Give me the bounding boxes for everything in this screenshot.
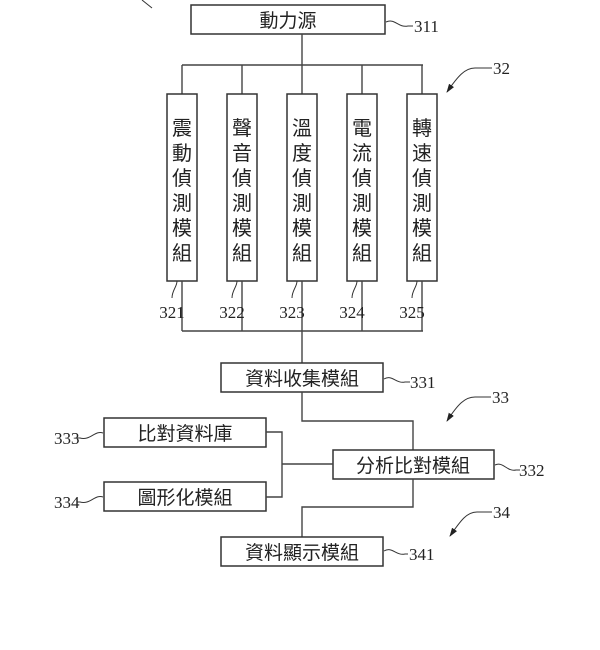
sensor-label-char: 轉 (412, 116, 432, 140)
ref-leader (171, 280, 178, 299)
ref-leader (231, 280, 238, 299)
sensor-label-char: 偵 (232, 166, 252, 190)
analysis-compare-label: 分析比對模組 (356, 455, 470, 477)
data-collection-block: 資料收集模組 (220, 362, 384, 393)
ref-leader-332 (494, 463, 520, 471)
ref-leader (351, 280, 358, 299)
power-source-block: 動力源 (190, 4, 386, 35)
compare-database-block: 比對資料庫 (103, 417, 267, 448)
sensor-label-char: 聲 (232, 116, 252, 140)
ref-332: 332 (519, 461, 545, 480)
sensor-label-char: 模 (412, 216, 432, 240)
graphing-module-block: 圖形化模組 (103, 481, 267, 512)
group-34-arrow (449, 511, 492, 537)
analysis-to-display-wire (301, 479, 414, 537)
sensor-blocks: 震動偵測模組321聲音偵測模組322溫度偵測模組323電流偵測模組324轉速偵測… (159, 65, 438, 331)
compare-database-label: 比對資料庫 (137, 423, 232, 445)
sensor-ref: 324 (339, 303, 365, 322)
ref-leader-334 (77, 495, 104, 504)
sensor-label-char: 電 (352, 116, 372, 140)
sensor-label-char: 組 (352, 241, 372, 265)
sensor-label-char: 偵 (292, 166, 312, 190)
data-collection-label: 資料收集模組 (245, 368, 359, 390)
ref-334: 334 (54, 493, 80, 512)
sensor-label-char: 模 (352, 216, 372, 240)
ref-331: 331 (410, 373, 436, 392)
sensor-ref: 321 (159, 303, 185, 322)
ref-leader (291, 280, 298, 299)
sensor-label-char: 測 (292, 191, 312, 215)
ref-33: 33 (492, 388, 509, 407)
group-32-arrow (446, 67, 492, 93)
sensor-label-char: 流 (352, 141, 372, 165)
ref-311: 311 (414, 17, 439, 36)
sensor-label-char: 溫 (292, 116, 312, 140)
sensor-label-char: 組 (172, 241, 192, 265)
ref-341: 341 (409, 545, 435, 564)
sensor-label-char: 模 (232, 216, 252, 240)
sensor-label-char: 音 (232, 141, 252, 165)
sensor-box (226, 93, 258, 282)
cropped-arrow (141, 0, 153, 9)
sensor-ref: 323 (279, 303, 305, 322)
graphing-module-label: 圖形化模組 (137, 487, 232, 509)
sensor-label-char: 震 (172, 116, 192, 140)
ref-34: 34 (493, 503, 511, 522)
sensor-label-char: 測 (172, 191, 192, 215)
sensor-label-char: 模 (172, 216, 192, 240)
data-display-block: 資料顯示模組 (220, 536, 384, 567)
sensor-label-char: 模 (292, 216, 312, 240)
sensor-label-char: 組 (292, 241, 312, 265)
ref-leader-311 (385, 20, 413, 27)
sensor-label-char: 測 (412, 191, 432, 215)
collect-to-analysis-wire (301, 392, 414, 450)
sensor-ref: 325 (399, 303, 425, 322)
data-display-label: 資料顯示模組 (245, 542, 359, 564)
ref-333: 333 (54, 429, 80, 448)
sensor-label-char: 組 (412, 241, 432, 265)
ref-leader (411, 280, 418, 299)
sensor-label-char: 組 (232, 241, 252, 265)
sensor-label-char: 偵 (412, 166, 432, 190)
ref-leader-333 (77, 431, 104, 440)
sensor-label-char: 測 (232, 191, 252, 215)
power-source-label: 動力源 (259, 10, 316, 32)
ref-32: 32 (493, 59, 510, 78)
ref-leader-331 (383, 377, 410, 383)
sensor-label-char: 測 (352, 191, 372, 215)
sensor-box (166, 93, 198, 282)
group-33-arrow (446, 396, 491, 422)
sensor-label-char: 速 (412, 141, 432, 165)
analysis-compare-block: 分析比對模組 (332, 449, 495, 480)
sensor-box (406, 93, 438, 282)
sensor-label-char: 度 (292, 141, 312, 165)
sensor-ref: 322 (219, 303, 245, 322)
sensor-label-char: 動 (172, 141, 192, 165)
ref-leader-341 (383, 549, 408, 555)
sensor-label-char: 偵 (352, 166, 372, 190)
db-graph-bracket-wire (266, 431, 283, 498)
sensor-label-char: 偵 (172, 166, 192, 190)
